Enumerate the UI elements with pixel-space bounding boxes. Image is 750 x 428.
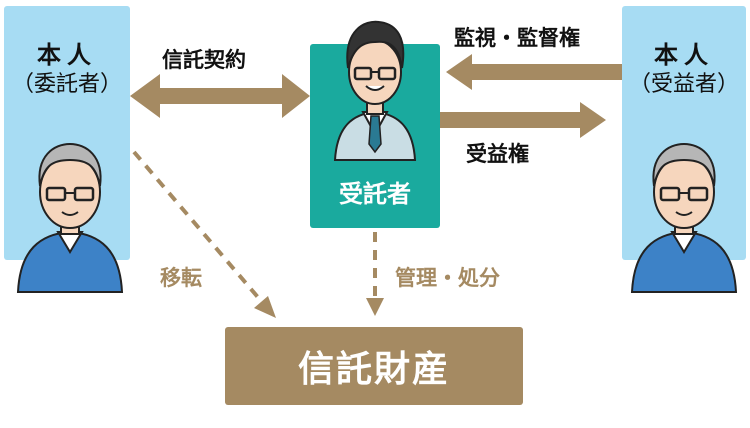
trustee-businessman-icon [333, 20, 417, 161]
beneficiary-label: 本人 （受益者） [622, 40, 746, 100]
beneficiary-elderly-man-icon [630, 142, 738, 293]
trust-contract-label: 信託契約 [162, 48, 246, 72]
beneficial-right-arrow [440, 102, 606, 138]
settlor-elderly-man-icon [16, 142, 124, 293]
settlor-label: 本人 （委託者） [4, 40, 130, 100]
supervision-arrow [446, 54, 622, 90]
beneficial-right-label: 受益権 [466, 142, 529, 166]
settlor-label-line1: 本人 [37, 41, 97, 69]
beneficiary-panel: 本人 （受益者） [622, 6, 746, 260]
management-label: 管理・処分 [395, 266, 500, 290]
settlor-label-line2: （委託者） [11, 72, 122, 97]
trust-asset-box: 信託財産 [225, 327, 523, 405]
trust-contract-arrow [130, 74, 310, 118]
beneficiary-label-line2: （受益者） [628, 72, 739, 97]
trust-asset-label: 信託財産 [297, 349, 450, 390]
transfer-label: 移転 [160, 266, 202, 290]
transfer-arrow [132, 150, 276, 318]
management-arrow [366, 232, 384, 316]
trustee-label: 受託者 [339, 180, 411, 208]
supervision-label: 監視・監督権 [454, 26, 580, 50]
beneficiary-label-line1: 本人 [654, 41, 714, 69]
